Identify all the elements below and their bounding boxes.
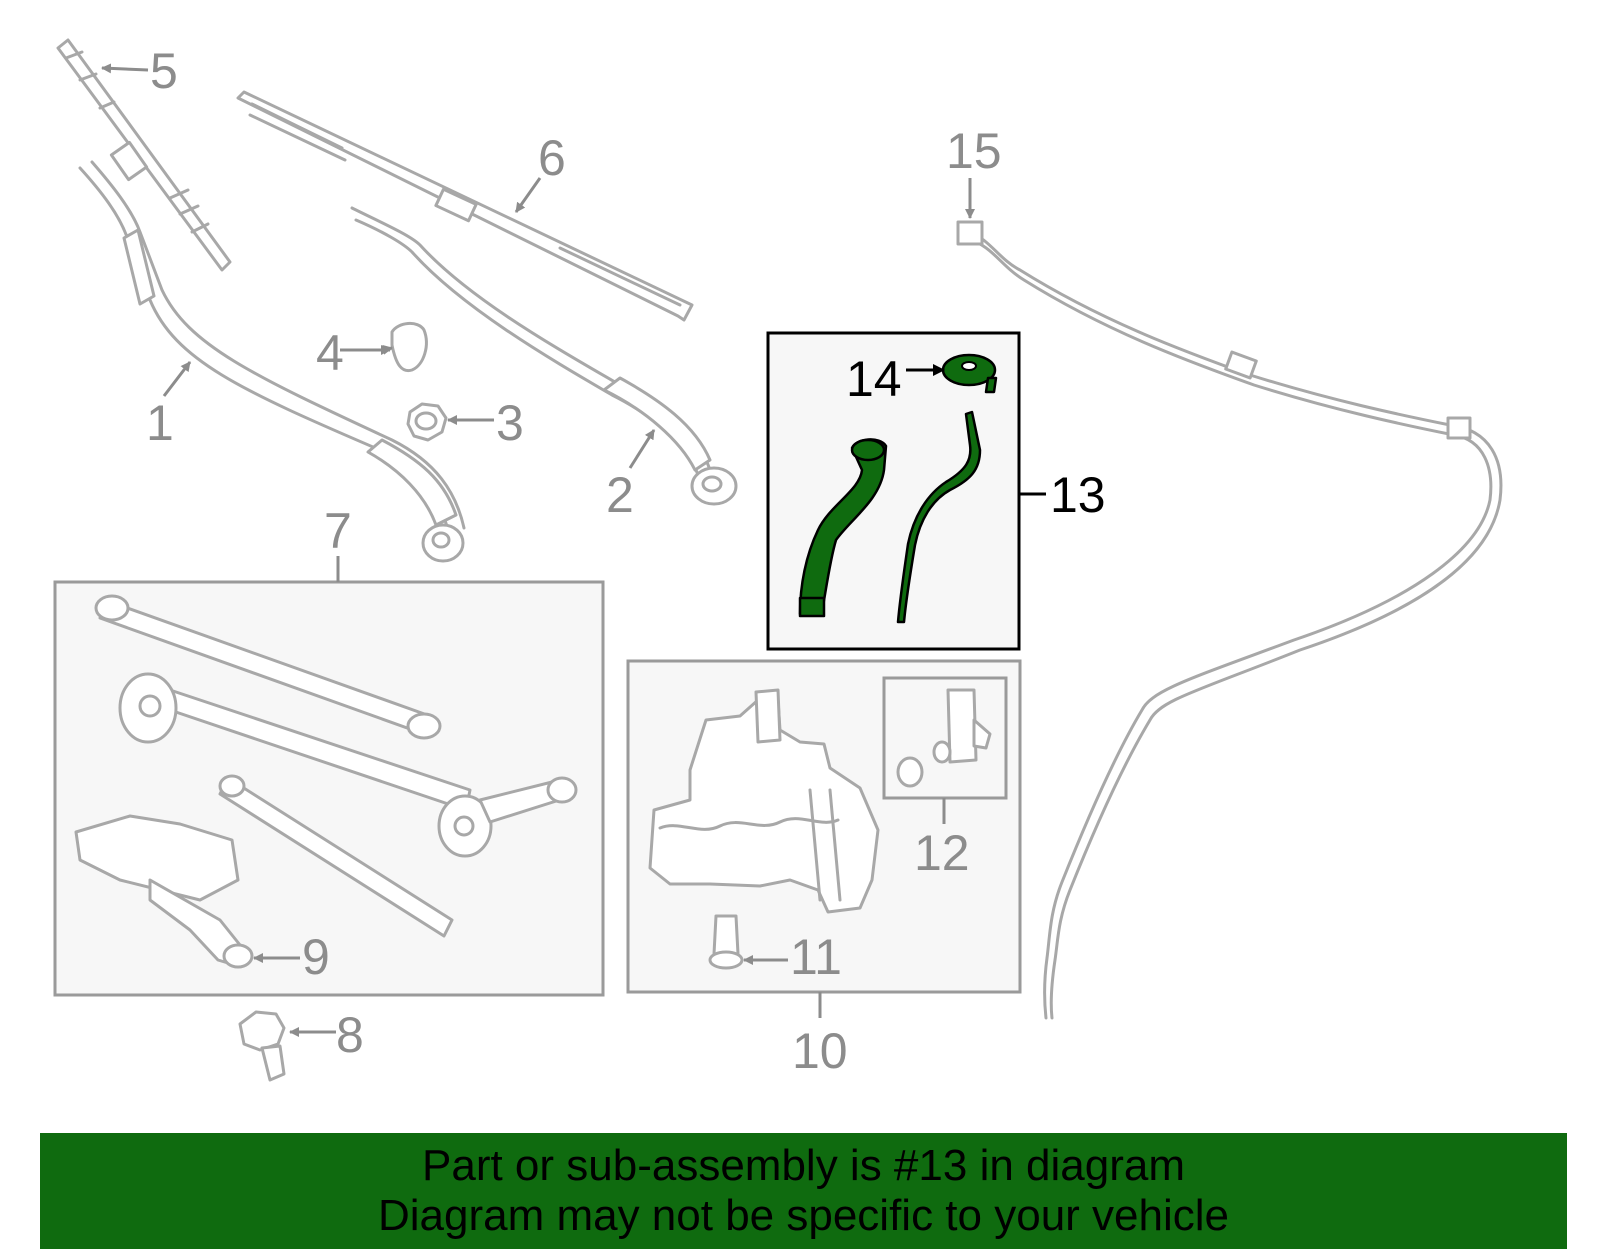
callout-15: 15 — [946, 123, 1002, 179]
washer-hose-15 — [956, 220, 1503, 1020]
callout-14: 14 — [846, 351, 902, 407]
callout-5: 5 — [150, 43, 178, 99]
callout-2: 2 — [606, 467, 634, 523]
info-banner: Part or sub-assembly is #13 in diagram D… — [40, 1133, 1567, 1249]
callout-7: 7 — [324, 503, 352, 559]
wiper-blade-5 — [56, 38, 232, 272]
callout-13: 13 — [1050, 467, 1106, 523]
callout-9: 9 — [302, 929, 330, 985]
callout-6: 6 — [538, 130, 566, 186]
callout-12: 12 — [914, 825, 970, 881]
callout-1: 1 — [146, 395, 174, 451]
washer-pump-12 — [896, 688, 992, 788]
banner-line-2: Diagram may not be specific to your vehi… — [377, 1191, 1230, 1240]
grommet-11 — [708, 914, 744, 970]
wiper-blade-6 — [236, 90, 694, 322]
callout-10: 10 — [792, 1023, 848, 1079]
nut-3 — [406, 402, 448, 442]
wiper-arm-2 — [350, 206, 738, 506]
callout-8: 8 — [336, 1007, 364, 1063]
callout-4: 4 — [316, 325, 344, 381]
callout-3: 3 — [496, 395, 524, 451]
filler-neck-13 — [798, 410, 982, 624]
pivot-cap-4 — [390, 322, 428, 373]
bolt-8 — [238, 1010, 286, 1082]
callout-11: 11 — [790, 929, 842, 985]
wiper-linkage-7 — [74, 594, 578, 969]
banner-line-1: Part or sub-assembly is #13 in diagram — [422, 1141, 1185, 1190]
linkage-box-7 — [53, 580, 605, 997]
wiper-arm-1 — [78, 160, 466, 563]
washer-reservoir-10 — [648, 688, 880, 914]
